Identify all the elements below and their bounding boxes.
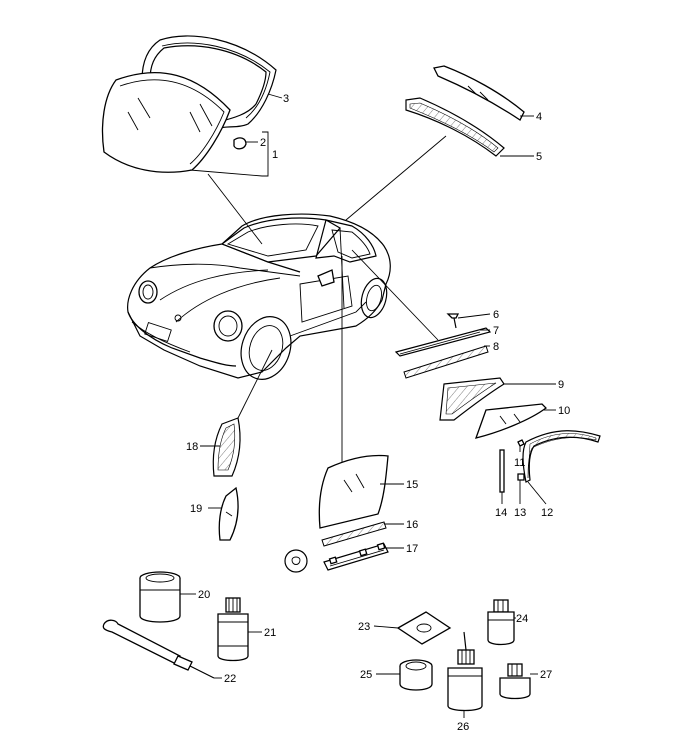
label-4: 4 — [536, 111, 542, 123]
label-22: 22 — [224, 673, 236, 685]
label-11: 11 — [514, 457, 525, 469]
label-15: 15 — [406, 479, 418, 491]
windshield-group — [101, 35, 277, 173]
label-9: 9 — [558, 379, 564, 391]
label-17: 17 — [406, 543, 418, 555]
label-2: 2 — [260, 137, 266, 149]
label-5: 5 — [536, 151, 542, 163]
part-number-labels: 3 2 1 4 5 6 7 8 9 10 11 12 13 14 15 16 1… — [186, 93, 570, 733]
label-26: 26 — [457, 721, 469, 733]
label-19: 19 — [190, 503, 202, 515]
label-6: 6 — [493, 309, 499, 321]
label-10: 10 — [558, 405, 570, 417]
label-14: 14 — [495, 507, 507, 519]
label-7: 7 — [493, 325, 499, 337]
label-1: 1 — [272, 149, 278, 161]
door-glass-group — [284, 454, 389, 573]
label-20: 20 — [198, 589, 210, 601]
quarter-window-group — [394, 313, 601, 493]
rear-window-group — [405, 65, 525, 157]
car-illustration — [127, 213, 391, 380]
label-21: 21 — [264, 627, 276, 639]
vent-window-group — [212, 417, 241, 541]
label-25: 25 — [360, 669, 372, 681]
label-13: 13 — [514, 507, 526, 519]
label-18: 18 — [186, 441, 198, 453]
label-3: 3 — [283, 93, 289, 105]
label-24: 24 — [516, 613, 528, 625]
label-23: 23 — [358, 621, 370, 633]
label-27: 27 — [540, 669, 552, 681]
products-group — [102, 571, 531, 712]
label-8: 8 — [493, 341, 499, 353]
label-12: 12 — [541, 507, 553, 519]
leader-lines — [180, 93, 556, 718]
label-16: 16 — [406, 519, 418, 531]
